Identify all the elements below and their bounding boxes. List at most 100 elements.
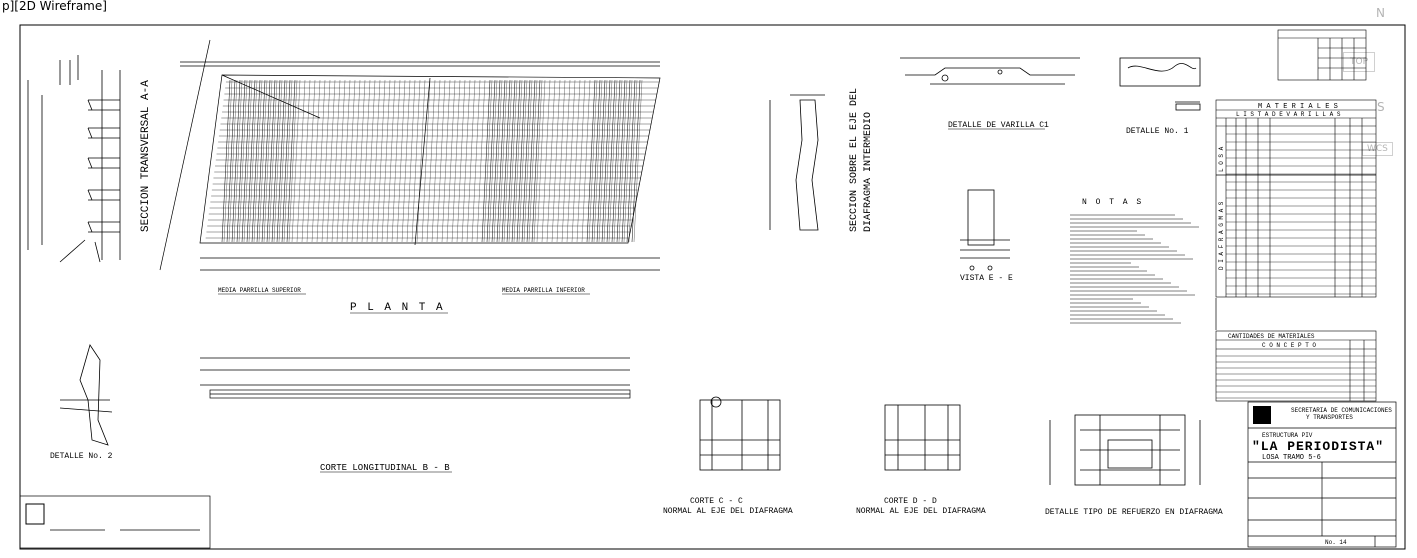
cad-line [626, 79, 636, 243]
planta-title: P L A N T A [350, 302, 445, 314]
cad-line [461, 79, 471, 243]
cad-line [556, 79, 566, 243]
cad-line [546, 79, 556, 243]
title-block [1215, 298, 1397, 548]
detalle-tipo-drawing [1049, 414, 1201, 486]
cad-line [576, 79, 586, 243]
diaphragm-section-drawing [769, 94, 825, 231]
cad-line [286, 79, 296, 243]
detalle-tipo-title: DETALLE TIPO DE REFUERZO EN DIAFRAGMA [1045, 508, 1223, 517]
cad-line [396, 79, 406, 243]
estructura-label: ESTRUCTURA PIV [1262, 432, 1313, 439]
cad-line [618, 79, 628, 243]
cad-line [223, 79, 233, 243]
cad-line [321, 79, 331, 243]
vista-ee-title: VISTA E - E [960, 274, 1013, 283]
cad-line [521, 79, 531, 243]
cad-line [508, 79, 518, 243]
cad-line [523, 79, 533, 243]
cad-line [411, 79, 421, 243]
cad-line [233, 79, 243, 243]
cad-line [351, 79, 361, 243]
cad-line [258, 79, 268, 243]
detalle-1-drawing [1119, 57, 1201, 111]
viewcube-south[interactable]: S [1377, 100, 1385, 114]
cad-line [503, 79, 513, 243]
cad-line [501, 79, 511, 243]
cad-line [386, 79, 396, 243]
cad-line [606, 79, 616, 243]
cad-line [628, 79, 638, 243]
cad-line [616, 79, 626, 243]
cad-line [306, 79, 316, 243]
cad-line [456, 79, 466, 243]
cad-line [476, 79, 486, 243]
cad-line [588, 79, 598, 243]
bottom-logo-icon [25, 503, 45, 525]
detalle-varilla-title: DETALLE DE VARILLA C1 [948, 121, 1049, 130]
cad-line [598, 79, 608, 243]
cad-line [87, 99, 93, 111]
vista-ee-drawing [960, 189, 1010, 271]
cad-line [263, 79, 273, 243]
detalle-2-title: DETALLE No. 2 [50, 452, 113, 461]
cad-line [466, 79, 476, 243]
seccion-transversal-title: SECCION TRANSVERSAL A-A [140, 80, 152, 232]
cad-line [87, 127, 93, 139]
cad-line [401, 79, 411, 243]
corte-cc-subtitle: NORMAL AL EJE DEL DIAFRAGMA [663, 507, 793, 516]
sct-name-line2: Y TRANSPORTES [1306, 414, 1353, 421]
cad-line [608, 79, 618, 243]
materiales-side-diafragmas: D I A F R A G M A S [1218, 201, 1225, 270]
cad-line [296, 79, 306, 243]
cad-line [526, 79, 536, 243]
cad-line [316, 79, 326, 243]
cad-line [531, 79, 541, 243]
cad-line [533, 79, 543, 243]
cad-line [441, 79, 451, 243]
detalle-varilla-drawing [900, 57, 1080, 85]
cad-line [276, 79, 286, 243]
notas-title: N O T A S [1082, 198, 1143, 207]
wcs-menu[interactable]: WCS [1362, 142, 1393, 156]
cad-line [261, 79, 271, 243]
sct-logo-icon [1253, 406, 1271, 424]
notas-text-lines [1070, 214, 1199, 324]
bottom-left-block [19, 495, 211, 549]
cad-line [586, 79, 596, 243]
cad-line [231, 79, 241, 243]
cad-line [406, 79, 416, 243]
cad-line [506, 79, 516, 243]
corte-cc-drawing [699, 396, 781, 471]
detalle-2-drawing [59, 344, 113, 446]
cad-line [288, 79, 298, 243]
cad-line [251, 79, 261, 243]
cad-line [266, 79, 276, 243]
cantidades-concepto: C O N C E P T O [1262, 342, 1316, 349]
corte-cc-title: CORTE C - C [690, 497, 743, 506]
viewcube-north[interactable]: N [1376, 6, 1385, 20]
viewcube-top-face[interactable]: TOP [1343, 52, 1376, 72]
viewport-label[interactable]: p][2D Wireframe] [0, 0, 109, 13]
cad-line [228, 79, 238, 243]
cad-line [593, 79, 603, 243]
cad-line [511, 79, 521, 243]
cad-line [376, 79, 386, 243]
corte-bb-title: CORTE LONGITUDINAL B - B [320, 463, 450, 473]
cad-line [631, 79, 641, 243]
cad-line [488, 79, 498, 243]
cad-line [238, 79, 248, 243]
cad-line [361, 79, 371, 243]
cad-line [311, 79, 321, 243]
cad-line [591, 79, 601, 243]
corte-bb-drawing [200, 357, 631, 399]
cad-line [241, 79, 251, 243]
cad-line [281, 79, 291, 243]
cad-line [236, 79, 246, 243]
cad-line [513, 79, 523, 243]
cad-line [381, 79, 391, 243]
cad-line [87, 157, 93, 169]
cad-line [256, 79, 266, 243]
cad-line [603, 79, 613, 243]
